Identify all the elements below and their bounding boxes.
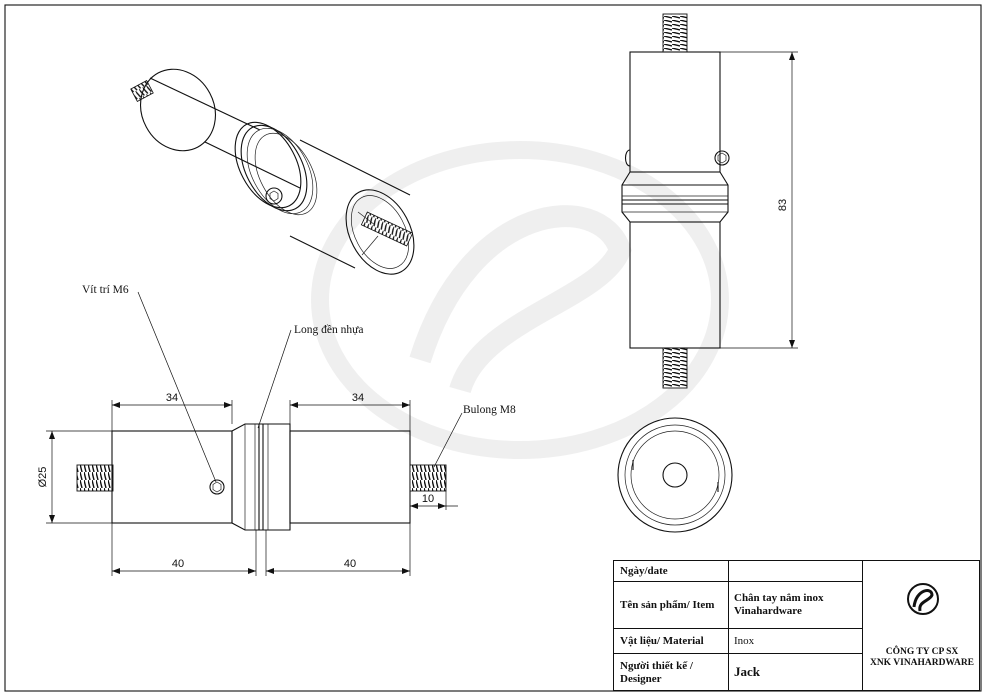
dim-diameter: Ø25 (37, 467, 49, 488)
item-label: Tên sản phẩm/ Item (620, 598, 715, 611)
drawing-border (4, 4, 982, 692)
material-value: Inox (734, 634, 755, 647)
material-label: Vật liệu/ Material (620, 634, 704, 647)
front-elevation: 34 34 40 40 Ø25 10 (37, 284, 516, 576)
dim-right-40: 40 (344, 558, 356, 570)
item-value-line2: Vinahardware (734, 605, 802, 617)
date-value (728, 561, 862, 582)
company-line2: XNK VINAHARDWARE (869, 658, 975, 668)
designer-value: Jack (734, 664, 760, 680)
company-line1: CÔNG TY CP SX (885, 647, 959, 658)
vertical-elevation: 83 (621, 13, 798, 389)
designer-label-line1: Người thiết kế / (620, 659, 693, 672)
dim-left-34: 34 (166, 392, 178, 404)
company-name: CÔNG TY CP SX XNK VINAHARDWARE (863, 641, 981, 675)
dim-right-34: 34 (352, 392, 364, 404)
dim-thread-10: 10 (422, 493, 434, 505)
title-block: Ngày/date Tên sản phẩm/ Item Chân tay nắ… (613, 560, 980, 691)
dim-height-83: 83 (777, 199, 789, 211)
label-screw: Vít trí M6 (82, 284, 129, 296)
designer-label-line2: Designer (620, 672, 662, 685)
label-bolt: Bulong M8 (463, 404, 516, 416)
dim-left-40: 40 (172, 558, 184, 570)
designer-label: Người thiết kế / Designer (614, 654, 728, 691)
end-view (617, 417, 733, 533)
company-logo (907, 583, 939, 615)
item-value: Chân tay nắm inox Vinahardware (728, 582, 862, 628)
item-value-line1: Chân tay nắm inox (734, 592, 824, 605)
label-washer: Long đền nhựa (294, 323, 363, 336)
isometric-view (130, 68, 415, 275)
date-label: Ngày/date (620, 565, 668, 578)
